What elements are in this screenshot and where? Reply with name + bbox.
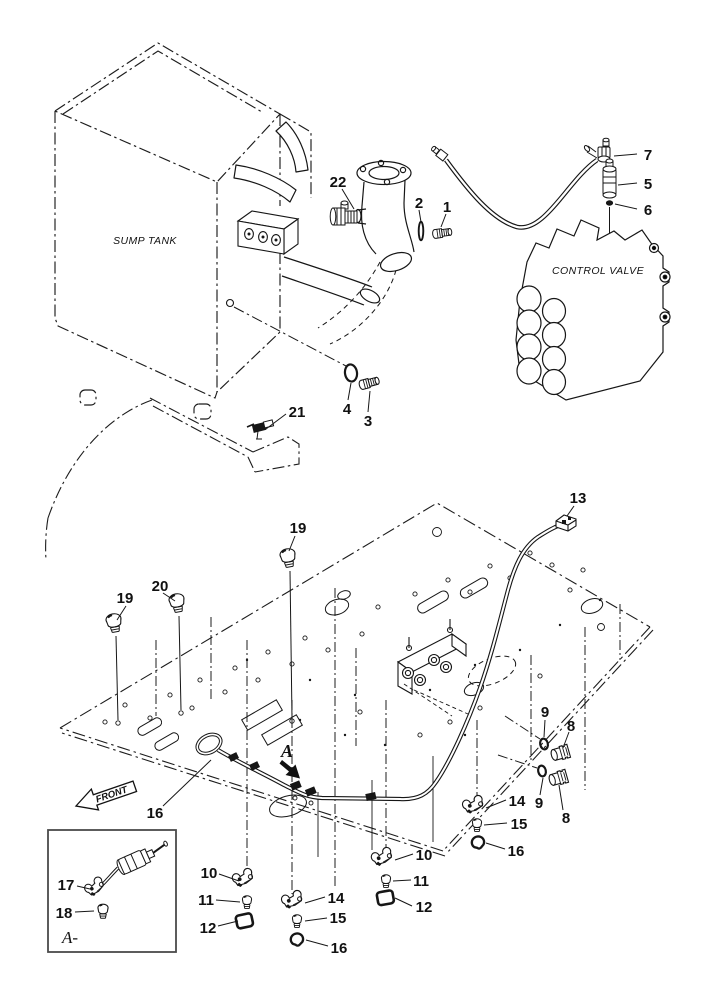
leader-tank-drain [233,306,347,367]
part-2-oring [417,220,425,242]
control-valve-label: CONTROL VALVE [552,265,645,277]
cluster-rightmid-10-11-12 [369,845,396,907]
callout-16-2: 16 [331,940,348,957]
callout-9-1: 9 [541,704,549,721]
plate-phantom-lines [155,588,621,894]
callout-1: 1 [443,199,451,216]
manifold-block [396,619,469,717]
part-21-valve [246,419,275,440]
callout-12-1: 12 [416,899,433,916]
callout-13: 13 [570,490,587,507]
callout-12-2: 12 [200,920,217,937]
callouts: 22 2 1 7 5 6 4 3 21 19 20 19 13 9 8 9 8 … [56,147,653,957]
cluster-mid-14-15-16 [279,889,306,949]
callout-15-1: 15 [511,816,528,833]
cluster-left-10-11-12 [230,866,256,931]
callout-6: 6 [644,202,652,219]
callout-16-3: 16 [147,805,164,822]
callout-7: 7 [644,147,652,164]
callout-5: 5 [644,176,652,193]
detail-ref-label: A- [61,928,78,947]
callout-2: 2 [415,195,423,212]
section-marker: A [280,741,293,761]
front-arrow: FRONT [74,780,138,811]
pilot-hose [431,145,599,230]
cluster-9-8 [536,736,572,788]
front-arrow-label: FRONT [94,784,130,805]
sump-tank-label: SUMP TANK [113,235,177,247]
bolt-19-mid [278,547,298,724]
bolt-19-left [104,612,124,726]
tank-port-dot [225,298,235,308]
part-3-plug [357,375,381,391]
part-1-plug [431,226,453,240]
cluster-right-14-15-16 [460,794,488,852]
plate-bracket-edges [317,756,434,857]
plate-slots [137,577,604,818]
callout-19-2: 19 [290,520,307,537]
callout-17: 17 [58,877,75,894]
part-4-oring [343,363,359,383]
part-6-oring [605,200,614,206]
callout-11-1: 11 [413,873,429,890]
callout-14-2: 14 [328,890,345,907]
callout-22: 22 [330,174,347,191]
callout-8-2: 8 [562,810,570,827]
tank-hoses [233,121,309,203]
callout-10-1: 10 [416,847,433,864]
part-5-fitting [602,158,617,199]
callout-16-1: 16 [508,843,525,860]
callout-3: 3 [364,413,372,430]
callout-21: 21 [289,404,306,421]
callout-10-2: 10 [201,865,218,882]
part-7-elbow [583,137,611,163]
callout-14-1: 14 [509,793,526,810]
leader-lines [74,153,638,947]
callout-19-1: 19 [117,590,134,607]
callout-4: 4 [343,401,352,418]
plate-holes [102,527,605,738]
callout-18: 18 [56,905,73,922]
filler-pipe-assembly [281,159,415,345]
cable-clamps [228,752,377,806]
bolt-20 [167,592,187,716]
fender-panel [45,397,300,561]
callout-20: 20 [152,578,169,595]
plate-dots [245,598,602,747]
callout-15-2: 15 [330,910,347,927]
part-22-fitting [329,200,358,226]
control-valve [515,219,671,401]
callout-9-2: 9 [535,795,543,812]
tank-port-block [236,210,300,256]
callout-11-2: 11 [198,892,214,909]
cable-assembly [195,524,559,806]
sump-tank [53,42,312,420]
callout-8-1: 8 [567,718,575,735]
part-13-connector [555,514,577,532]
section-arrow [279,760,300,779]
detail-box: A- [47,829,177,953]
